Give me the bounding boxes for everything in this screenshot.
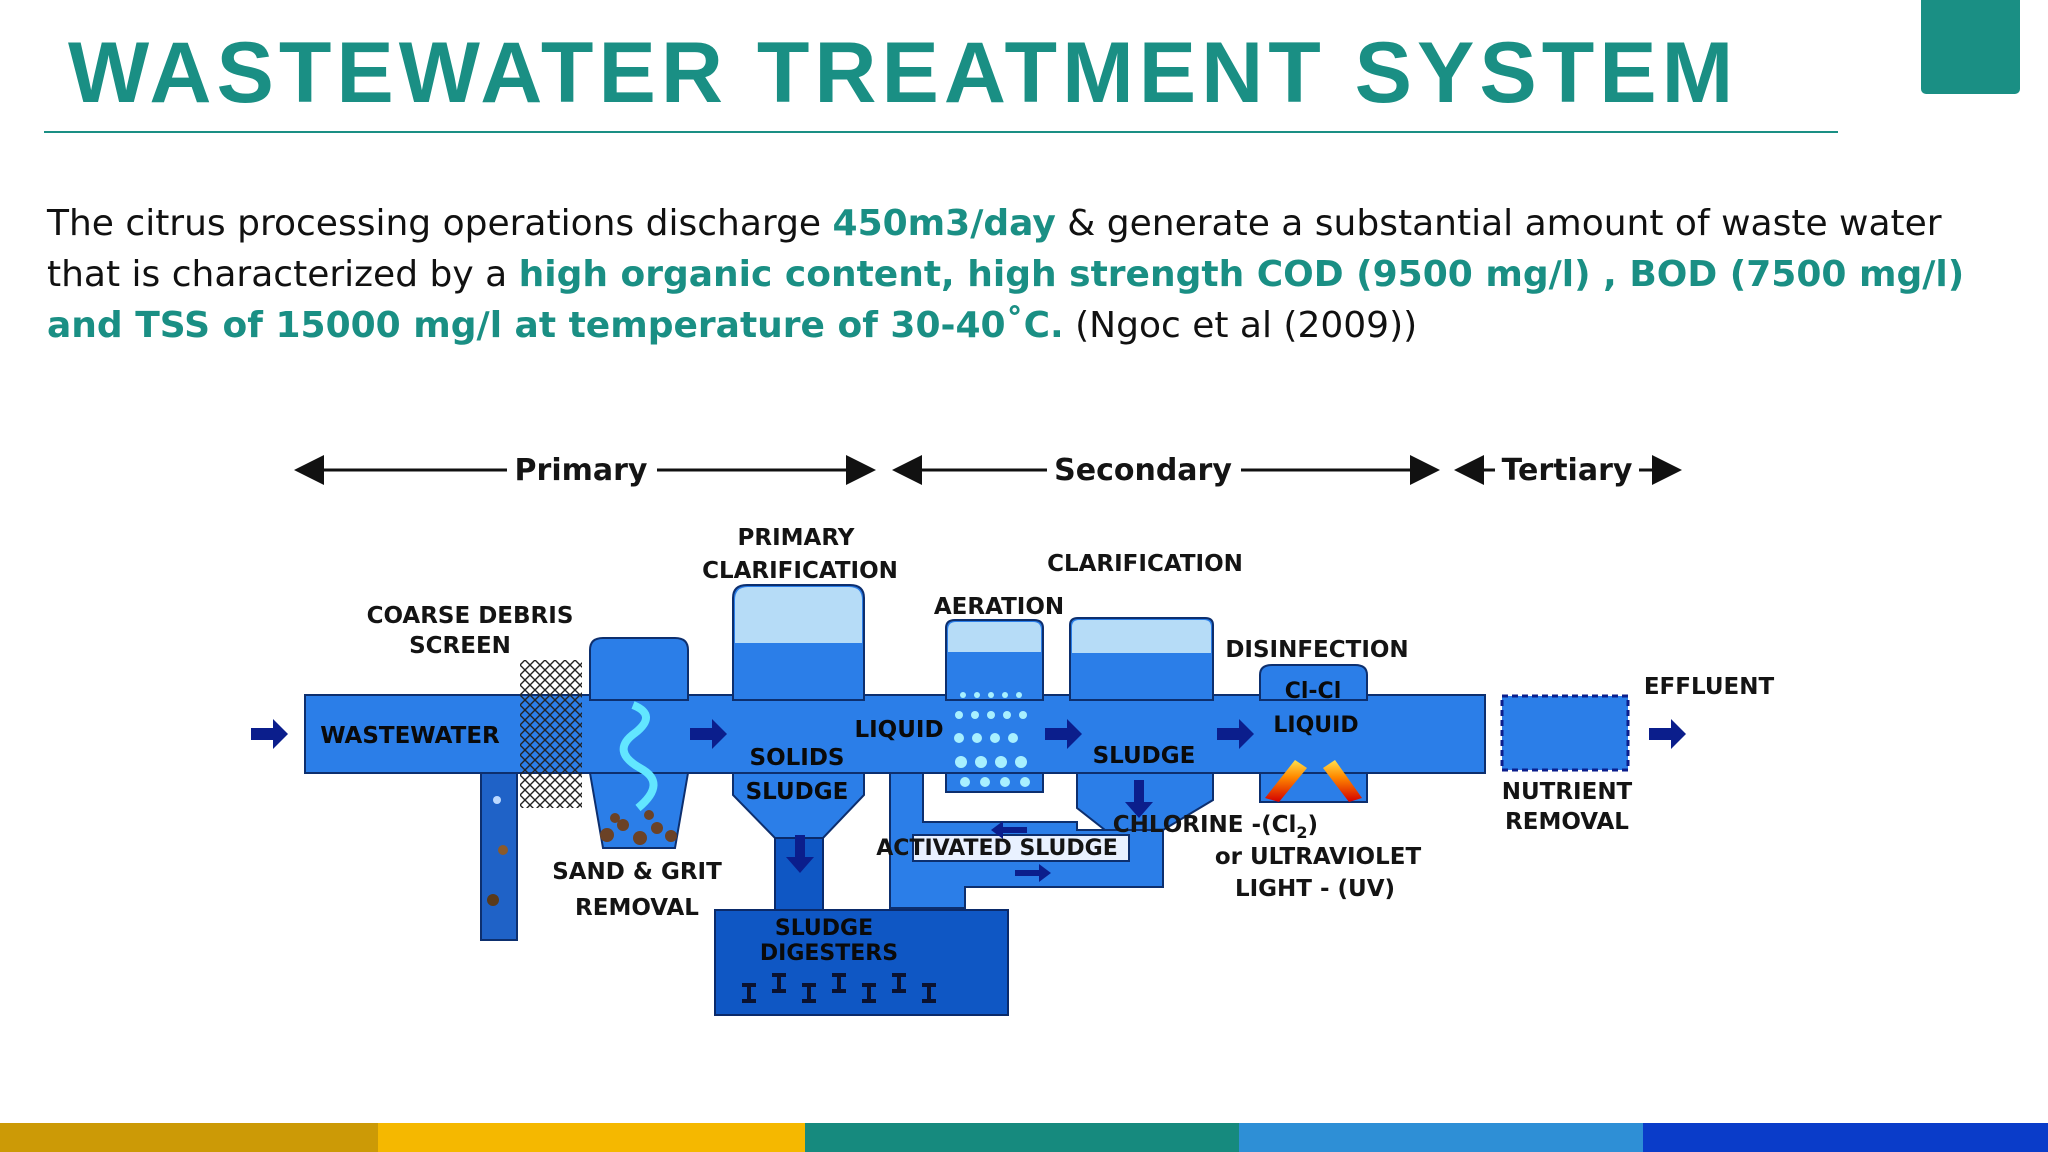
label-clarification: CLARIFICATION (1047, 551, 1243, 577)
flow-arrows (251, 719, 1686, 882)
coarse-debris-screen (520, 660, 582, 808)
flow-rate-highlight: 450m3/day (832, 203, 1056, 244)
activated-sludge-box (912, 834, 1130, 862)
flow-arrow-icon (1045, 719, 1082, 749)
chlorine-flame-right (1323, 760, 1362, 802)
nutrient-removal-tank (1500, 694, 1630, 772)
label-nutrient-2: REMOVAL (1505, 809, 1629, 835)
footer-bar-2 (378, 1123, 805, 1152)
label-sludge-secondary: SLUDGE (1093, 743, 1196, 769)
label-effluent: EFFLUENT (1644, 674, 1775, 700)
main-channel (304, 694, 1486, 774)
right-arrow-icon (1015, 864, 1051, 882)
down-arrow-icon (786, 835, 814, 873)
footer-bar-1 (0, 1123, 378, 1152)
label-solids: SOLIDS (750, 745, 845, 771)
chlorine-flame-left (1265, 760, 1307, 802)
label-sludge-primary: SLUDGE (746, 779, 849, 805)
label-aeration: AERATION (934, 594, 1064, 620)
treatment-process-diagram: Primary Secondary Tertiary (251, 453, 1775, 1016)
title-underline (44, 131, 1838, 133)
flow-arrow-icon (690, 719, 727, 749)
label-disinfection: DISINFECTION (1225, 637, 1408, 663)
label-chlorine-2: or ULTRAVIOLET (1215, 844, 1422, 870)
label-nutrient-1: NUTRIENT (1502, 779, 1633, 805)
label-liquid: LIQUID (854, 717, 943, 743)
citation-text: (Ngoc et al (2009)) (1063, 305, 1418, 346)
left-arrow-icon (991, 821, 1027, 839)
label-coarse-debris-1: COARSE DEBRIS (367, 603, 574, 629)
label-sand-grit-2: REMOVAL (575, 895, 699, 921)
label-wastewater: WASTEWATER (320, 723, 500, 749)
corner-accent-square (1921, 0, 2020, 94)
flow-arrow-icon (1217, 719, 1254, 749)
stage-header-secondary: Secondary (892, 453, 1440, 488)
intro-paragraph: The citrus processing operations dischar… (47, 198, 1987, 351)
down-arrow-icon (1125, 780, 1153, 818)
flow-arrow-icon (1649, 719, 1686, 749)
footer-bar-4 (1239, 1123, 1643, 1152)
stage-secondary-label: Secondary (1054, 453, 1232, 488)
label-coarse-debris-2: SCREEN (409, 633, 511, 659)
label-sand-grit-1: SAND & GRIT (552, 859, 722, 885)
stage-header-tertiary: Tertiary (1454, 453, 1682, 488)
label-disinfection-liquid: LIQUID (1273, 713, 1358, 738)
label-cl-cl: Cl-Cl (1285, 679, 1342, 704)
slide-title: WASTEWATER TREATMENT SYSTEM (68, 25, 1739, 121)
footer-bar-5 (1643, 1123, 2048, 1152)
label-primary-clarification-2: CLARIFICATION (702, 558, 898, 584)
stage-header-primary: Primary (294, 453, 876, 488)
label-sludge-digesters-1: SLUDGE (775, 916, 873, 941)
paragraph-text-2: & generate a substantial amount of waste… (47, 203, 1942, 295)
aeration-bubbles (954, 692, 1030, 787)
label-chlorine-1: CHLORINE -(Cl2) (1113, 812, 1318, 842)
footer-bar-3 (805, 1123, 1239, 1152)
paragraph-text-1: The citrus processing operations dischar… (47, 203, 833, 244)
characteristics-highlight: high organic content, high strength COD … (47, 254, 1965, 346)
label-sludge-digesters-2: DIGESTERS (760, 941, 898, 966)
stage-primary-label: Primary (515, 453, 648, 488)
grit-drain-pipe (480, 769, 518, 941)
label-primary-clarification-1: PRIMARY (738, 525, 855, 551)
stage-tertiary-label: Tertiary (1502, 453, 1633, 488)
grit-chamber (589, 637, 689, 701)
label-chlorine-3: LIGHT - (UV) (1235, 876, 1395, 902)
label-activated-sludge: ACTIVATED SLUDGE (876, 836, 1117, 861)
disinfection-chamber (1259, 664, 1368, 701)
flow-arrow-icon (251, 719, 288, 749)
